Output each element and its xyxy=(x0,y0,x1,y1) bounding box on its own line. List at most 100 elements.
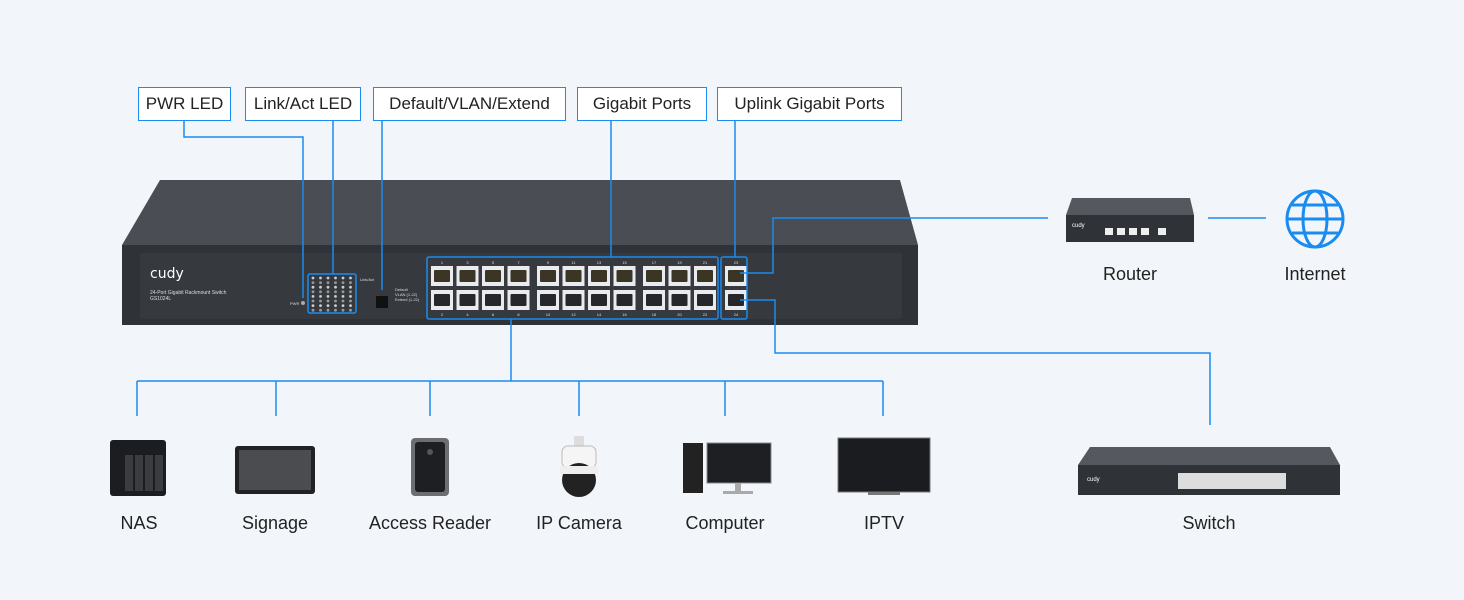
product-name: 24-Port Gigabit Rackmount Switch xyxy=(150,290,227,296)
rj45-port[interactable] xyxy=(671,270,688,282)
port-led xyxy=(326,285,330,289)
port-number: 5 xyxy=(492,260,495,265)
port-led xyxy=(349,308,352,312)
gigabit-ports-highlight xyxy=(426,256,719,320)
port-led xyxy=(349,304,352,307)
callout-gigabit-ports: Gigabit Ports xyxy=(577,87,707,121)
rj45-port[interactable] xyxy=(434,294,450,306)
port-led xyxy=(311,276,315,280)
port-led xyxy=(311,285,315,289)
port-led xyxy=(341,290,345,294)
rj45-port[interactable] xyxy=(697,294,713,306)
rj45-port[interactable] xyxy=(540,270,556,282)
port-number: 16 xyxy=(622,312,627,317)
port-led xyxy=(319,304,322,307)
rj45-port[interactable] xyxy=(697,270,713,282)
port-led xyxy=(341,295,345,298)
router-image: cudy xyxy=(1066,198,1194,242)
globe-icon xyxy=(1285,189,1345,249)
port-number: 24 xyxy=(734,312,739,317)
port-number: 14 xyxy=(597,312,602,317)
callout-mode-switch: Default/VLAN/Extend xyxy=(373,87,566,121)
rj45-port[interactable] xyxy=(646,270,662,282)
rj45-port[interactable] xyxy=(510,270,527,282)
rj45-port[interactable] xyxy=(510,294,527,306)
port-led xyxy=(341,281,345,284)
port-number: 19 xyxy=(677,260,682,265)
model-number: GS1024L xyxy=(150,296,171,302)
mode-default: Default xyxy=(395,287,409,292)
port-led xyxy=(349,285,352,289)
led-panel-highlight xyxy=(307,273,357,314)
rj45-port[interactable] xyxy=(565,270,582,282)
rj45-port[interactable] xyxy=(591,294,607,306)
port-led xyxy=(334,299,337,303)
rj45-port[interactable] xyxy=(728,294,744,306)
rj45-port[interactable] xyxy=(616,270,633,282)
access-reader-image xyxy=(411,438,449,496)
port-led xyxy=(319,285,322,289)
switch-top xyxy=(122,180,918,245)
port-led xyxy=(341,276,345,280)
device-label-iptv: IPTV xyxy=(863,513,905,533)
rj45-port[interactable] xyxy=(591,270,607,282)
link-act-text: Link/Act xyxy=(360,277,375,282)
port-number: 17 xyxy=(652,260,657,265)
rj45-port[interactable] xyxy=(485,294,501,306)
port-number: 1 xyxy=(441,260,444,265)
port-number: 15 xyxy=(622,260,627,265)
port-led xyxy=(326,281,330,284)
port-led xyxy=(326,299,330,303)
port-led xyxy=(319,299,322,303)
rj45-port[interactable] xyxy=(616,294,633,306)
rj45-port[interactable] xyxy=(671,294,688,306)
port-led xyxy=(319,308,322,312)
port-led xyxy=(341,308,345,312)
port-led xyxy=(334,308,337,312)
port-led xyxy=(341,299,345,303)
rj45-port[interactable] xyxy=(459,294,476,306)
rj45-port[interactable] xyxy=(728,270,744,282)
port-number: 23 xyxy=(734,260,739,265)
port-led xyxy=(311,308,315,312)
computer-image xyxy=(683,442,772,494)
device-label-access-reader: Access Reader xyxy=(368,513,492,533)
pwr-text: PWR xyxy=(290,301,299,306)
router-label: Router xyxy=(1102,264,1158,284)
port-led xyxy=(334,304,337,307)
port-number: 10 xyxy=(546,312,551,317)
port-number: 4 xyxy=(466,312,469,317)
port-number: 21 xyxy=(703,260,708,265)
rj45-port[interactable] xyxy=(459,270,476,282)
port-number: 3 xyxy=(466,260,469,265)
switch-image: cudy xyxy=(1078,447,1340,495)
brand-logo: cudy xyxy=(150,266,184,282)
port-led xyxy=(311,281,315,284)
port-number: 8 xyxy=(517,312,520,317)
rj45-port[interactable] xyxy=(434,270,450,282)
svg-text:cudy: cudy xyxy=(1072,223,1085,229)
svg-text:cudy: cudy xyxy=(1087,477,1100,483)
port-number: 13 xyxy=(597,260,602,265)
port-led xyxy=(311,290,315,294)
rj45-port[interactable] xyxy=(646,294,662,306)
device-label-computer: Computer xyxy=(685,513,765,533)
signage-image xyxy=(235,446,315,494)
port-number: 20 xyxy=(677,312,682,317)
port-number: 6 xyxy=(492,312,495,317)
port-led xyxy=(334,281,337,284)
device-label-signage: Signage xyxy=(241,513,309,533)
rj45-port[interactable] xyxy=(540,294,556,306)
device-label-ip-camera: IP Camera xyxy=(536,513,622,533)
mode-switch[interactable] xyxy=(376,296,388,308)
connector-lines xyxy=(136,121,1266,425)
port-led xyxy=(349,290,352,294)
port-led xyxy=(311,304,315,307)
rj45-port[interactable] xyxy=(485,270,501,282)
rj45-port[interactable] xyxy=(565,294,582,306)
pwr-led xyxy=(301,301,305,305)
port-led xyxy=(319,281,322,284)
port-number: 22 xyxy=(703,312,708,317)
port-led xyxy=(326,276,330,280)
